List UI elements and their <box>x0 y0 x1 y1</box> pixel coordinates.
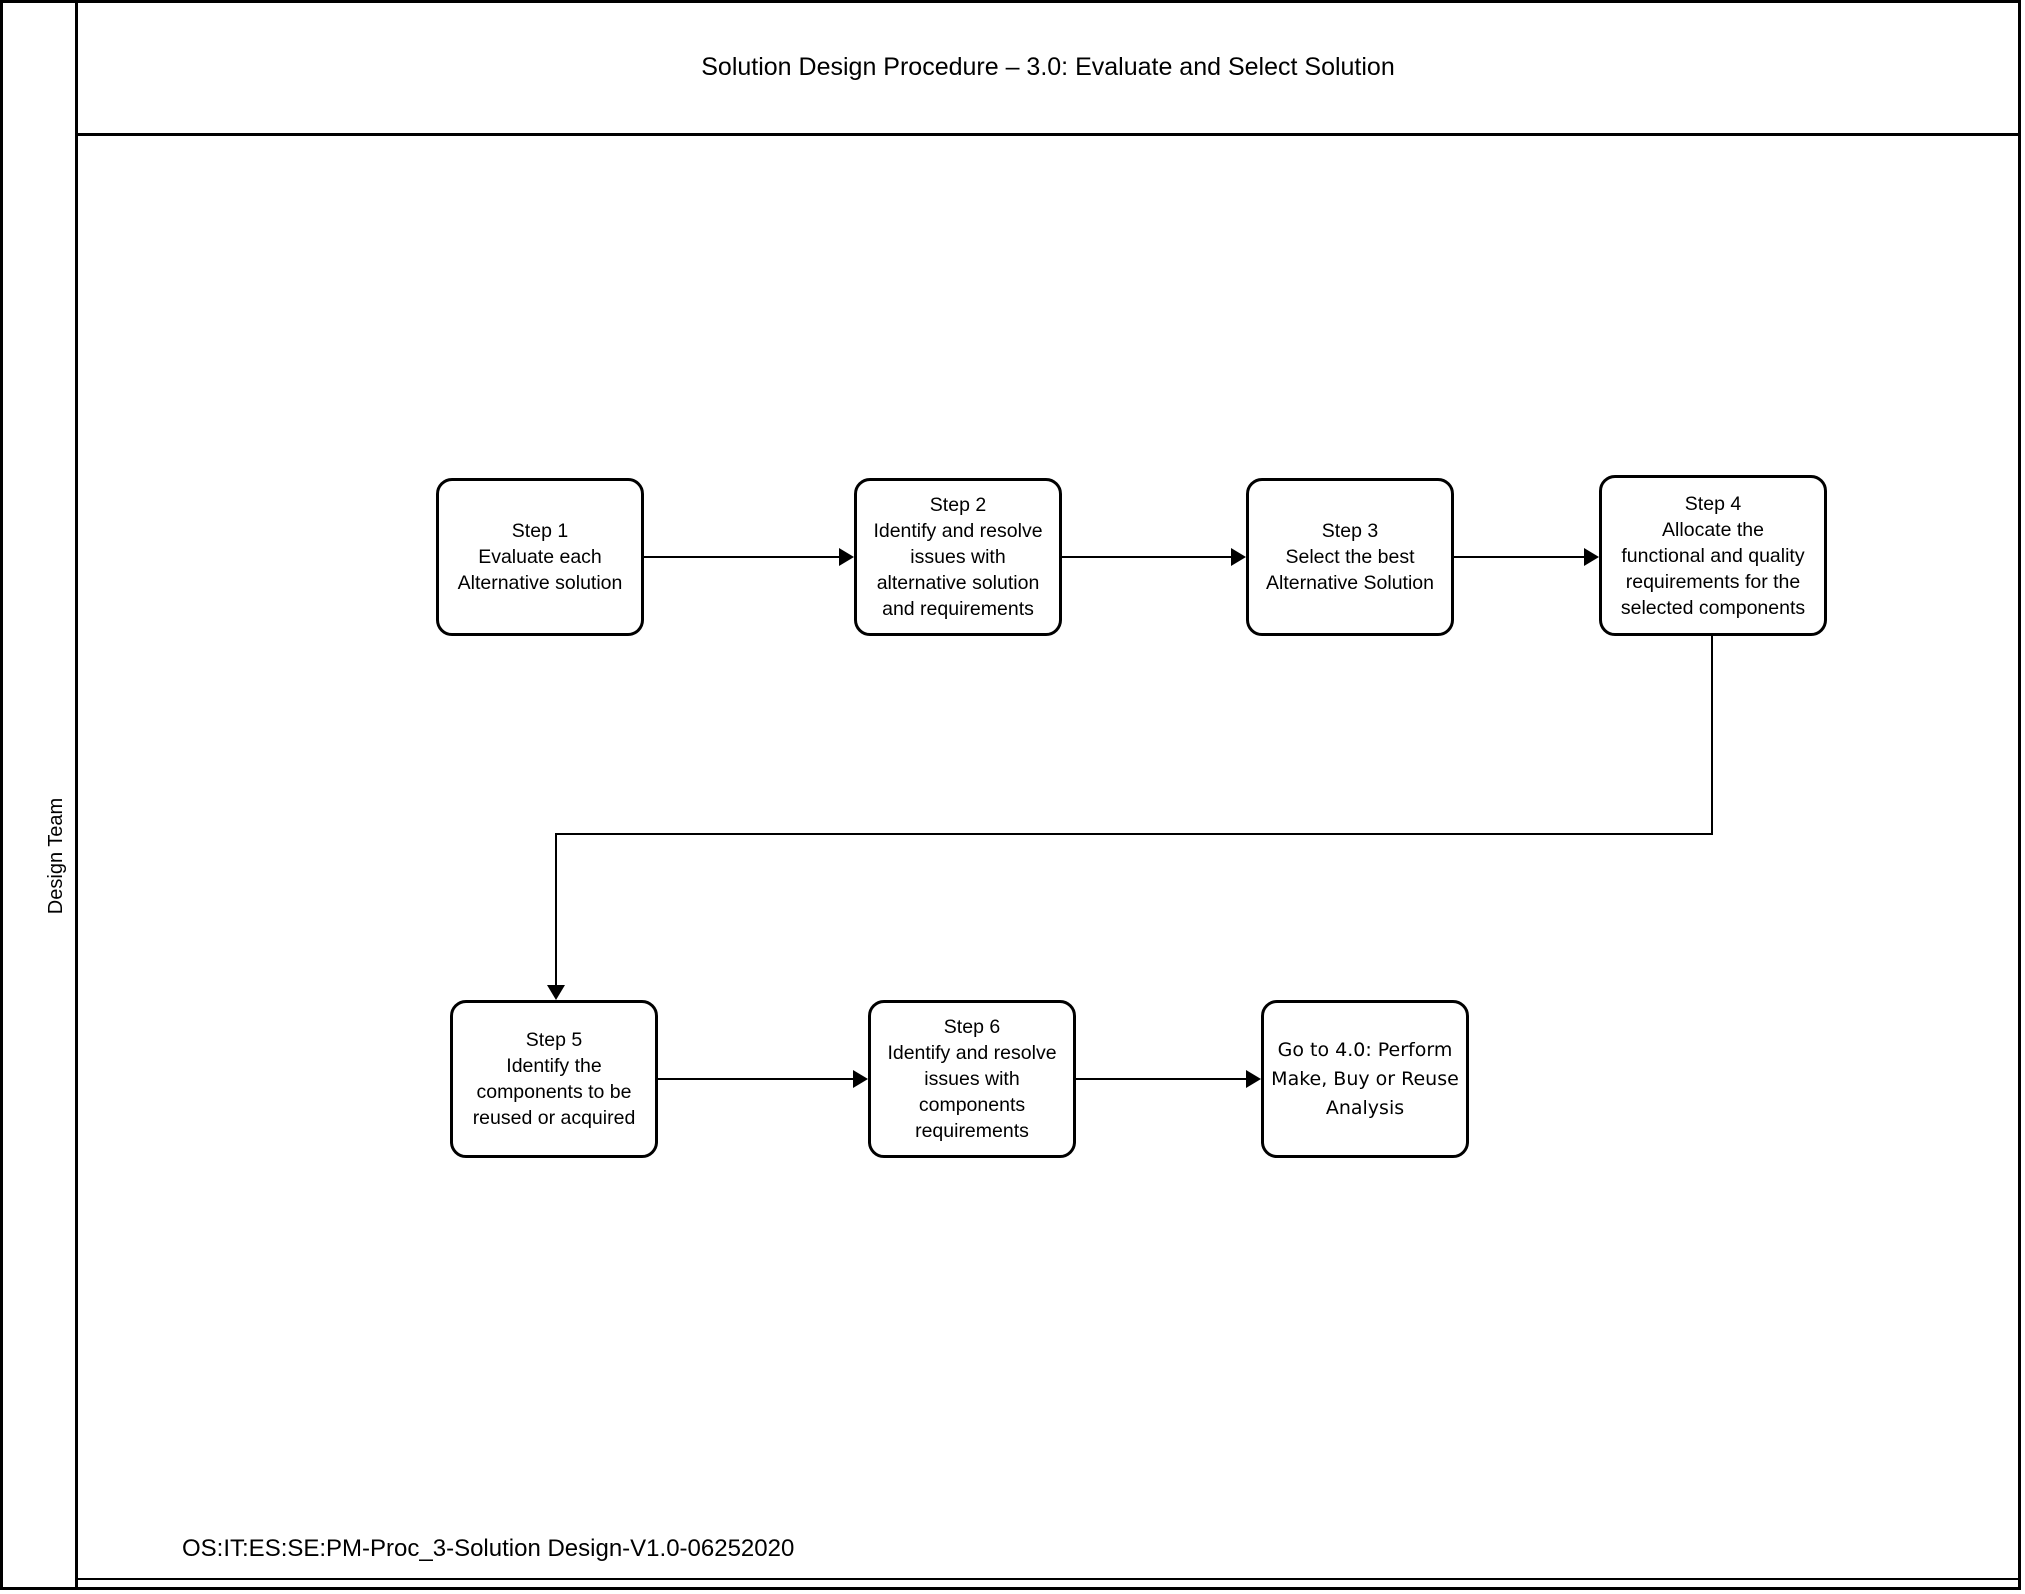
title-band-divider <box>75 133 2021 136</box>
process-node-step-2-label: Step 2 Identify and resolve issues with … <box>873 494 1043 620</box>
connector-step3-step4 <box>1454 556 1584 558</box>
process-node-step-3-label: Step 3 Select the best Alternative Solut… <box>1265 520 1435 594</box>
connector-step5-step6 <box>658 1078 853 1080</box>
arrowhead-step5-step6 <box>853 1070 868 1088</box>
process-node-step-6-label: Step 6 Identify and resolve issues with … <box>887 1016 1057 1142</box>
connector-step6-goto <box>1076 1078 1246 1080</box>
connector-step4-step5-horizontal <box>555 833 1713 835</box>
arrowhead-step4-step5 <box>547 985 565 1000</box>
process-node-step-4[interactable]: Step 4 Allocate the functional and quali… <box>1599 475 1827 636</box>
process-node-step-1-label: Step 1 Evaluate each Alternative solutio… <box>457 520 623 594</box>
swimlane-label-design-team: Design Team <box>45 797 67 915</box>
connector-step4-step5-descent <box>555 833 557 985</box>
connector-step2-step3 <box>1062 556 1231 558</box>
arrowhead-step6-goto <box>1246 1070 1261 1088</box>
process-node-step-1[interactable]: Step 1 Evaluate each Alternative solutio… <box>436 478 644 636</box>
process-node-step-2[interactable]: Step 2 Identify and resolve issues with … <box>854 478 1062 636</box>
process-node-step-4-label: Step 4 Allocate the functional and quali… <box>1620 492 1806 619</box>
arrowhead-step1-step2 <box>839 548 854 566</box>
page-title: Solution Design Procedure – 3.0: Evaluat… <box>701 53 1395 81</box>
process-node-step-5-label: Step 5 Identify the components to be reu… <box>472 1029 636 1129</box>
swimlane-divider <box>75 0 78 1590</box>
document-id-footer: OS:IT:ES:SE:PM-Proc_3-Solution Design-V1… <box>182 1535 795 1562</box>
process-node-step-5[interactable]: Step 5 Identify the components to be reu… <box>450 1000 658 1158</box>
process-node-go-to-4-0-label: Go to 4.0: Perform Make, Buy or Reuse An… <box>1271 1038 1459 1119</box>
process-node-step-6[interactable]: Step 6 Identify and resolve issues with … <box>868 1000 1076 1158</box>
arrowhead-step2-step3 <box>1231 548 1246 566</box>
footer-divider <box>75 1578 2021 1580</box>
process-node-step-3[interactable]: Step 3 Select the best Alternative Solut… <box>1246 478 1454 636</box>
connector-step4-step5-vertical-drop <box>1711 636 1713 834</box>
process-node-go-to-4-0[interactable]: Go to 4.0: Perform Make, Buy or Reuse An… <box>1261 1000 1469 1158</box>
arrowhead-step3-step4 <box>1584 548 1599 566</box>
connector-step1-step2 <box>644 556 839 558</box>
